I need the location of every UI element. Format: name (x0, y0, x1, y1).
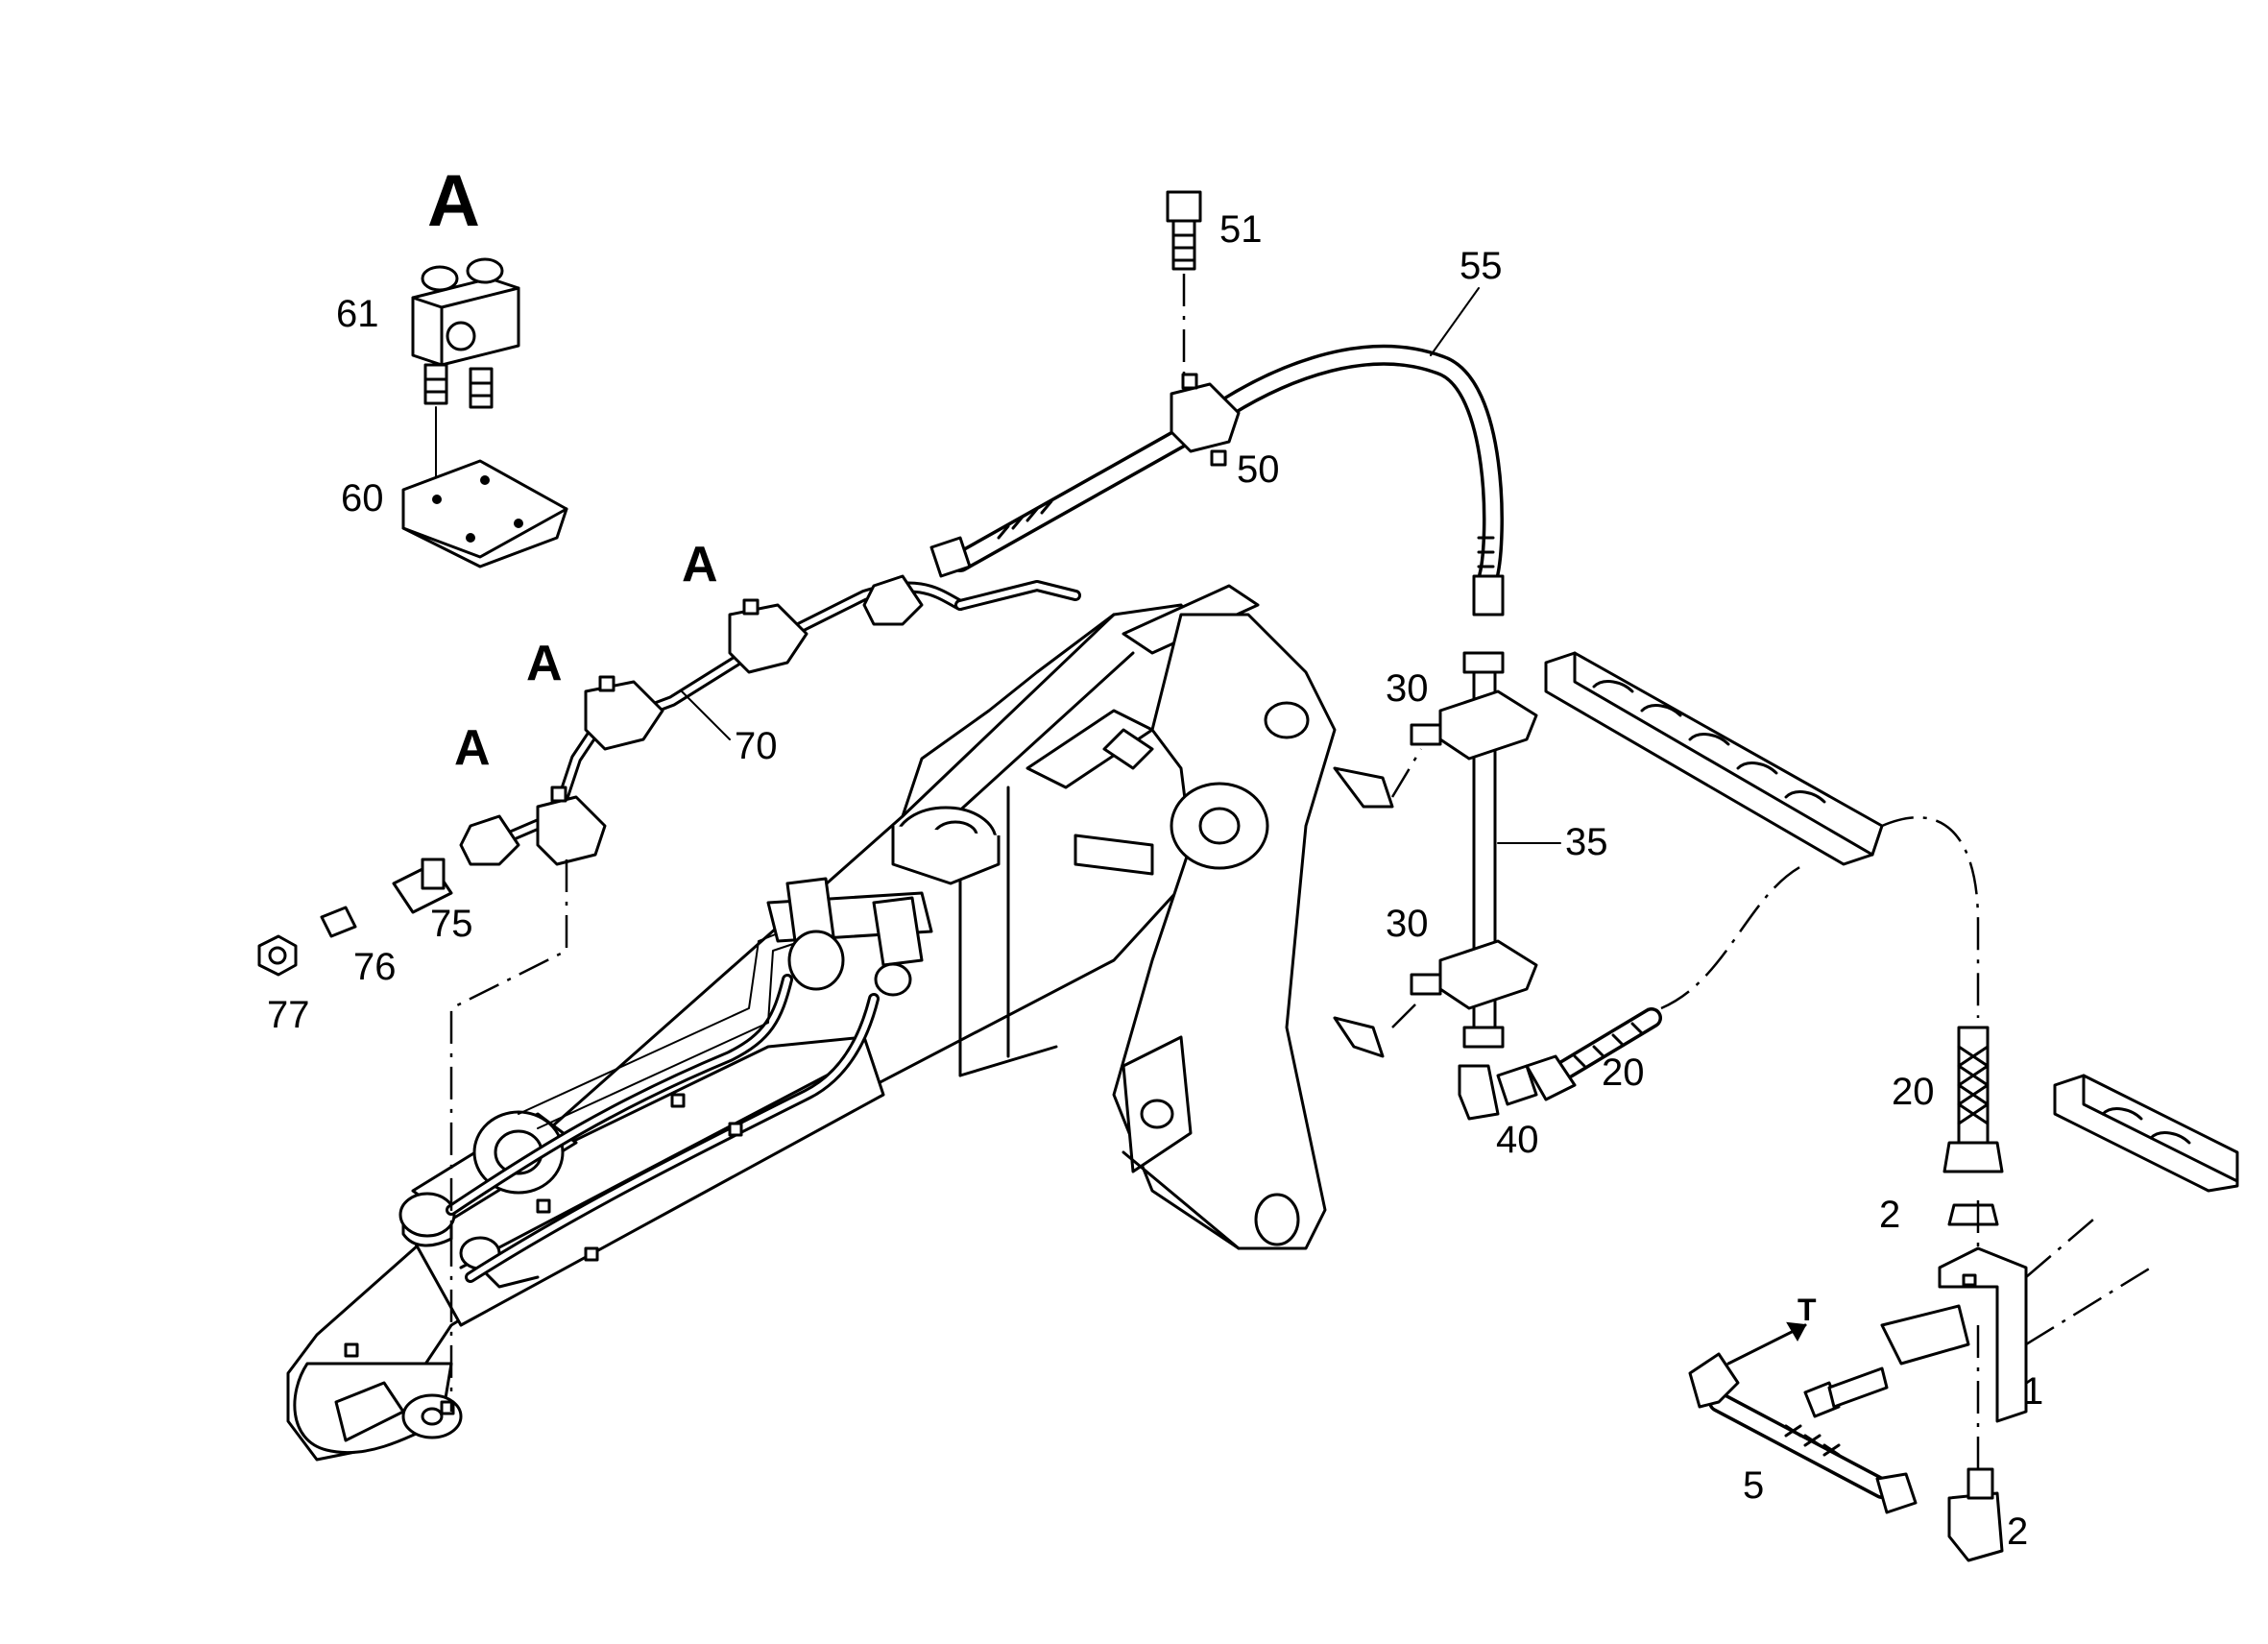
direction-label-t: T (1798, 1293, 1817, 1327)
part-label-51: 51 (1219, 208, 1263, 251)
part-label-1: 1 (2022, 1370, 2043, 1413)
part-label-20-center: 20 (1602, 1052, 1645, 1094)
bolt-51 (1166, 190, 1202, 375)
section-title-a: A (427, 160, 480, 242)
part-label-61: 61 (336, 293, 379, 335)
part-label-40: 40 (1496, 1119, 1539, 1161)
hose-20-center (1525, 862, 1806, 1101)
part-label-77: 77 (267, 994, 310, 1036)
part-label-30-lower: 30 (1386, 903, 1429, 945)
part-label-35: 35 (1565, 821, 1608, 863)
pipe-70-assembly (459, 574, 1081, 866)
part-label-60: 60 (341, 477, 384, 520)
part-label-30-upper: 30 (1386, 667, 1429, 710)
detail-marker-3: A (454, 720, 491, 776)
part-label-76: 76 (353, 946, 397, 988)
part-label-50: 50 (1237, 448, 1280, 491)
part-label-20-right: 20 (1892, 1071, 1935, 1113)
right-lower-assembly (1688, 1026, 2239, 1562)
part-label-55: 55 (1460, 245, 1503, 287)
detail-marker-1: A (682, 537, 718, 592)
part-label-2-upper: 2 (1879, 1194, 1900, 1236)
part-label-5: 5 (1743, 1464, 1764, 1507)
part-label-70: 70 (735, 725, 778, 767)
line-35-assembly (1390, 651, 1538, 1121)
rail-upper (1544, 651, 1980, 1018)
hose-55 (929, 344, 1505, 616)
part-label-2-lower: 2 (2007, 1511, 2028, 1553)
part-label-75: 75 (430, 903, 473, 945)
labels: A A A A 61 60 51 55 50 70 75 76 77 30 35… (267, 160, 2043, 1553)
boom-assembly (286, 584, 1394, 1462)
detail-marker-2: A (526, 636, 563, 691)
detail-a-clamp-assembly (401, 257, 568, 568)
small-parts (257, 858, 568, 1412)
